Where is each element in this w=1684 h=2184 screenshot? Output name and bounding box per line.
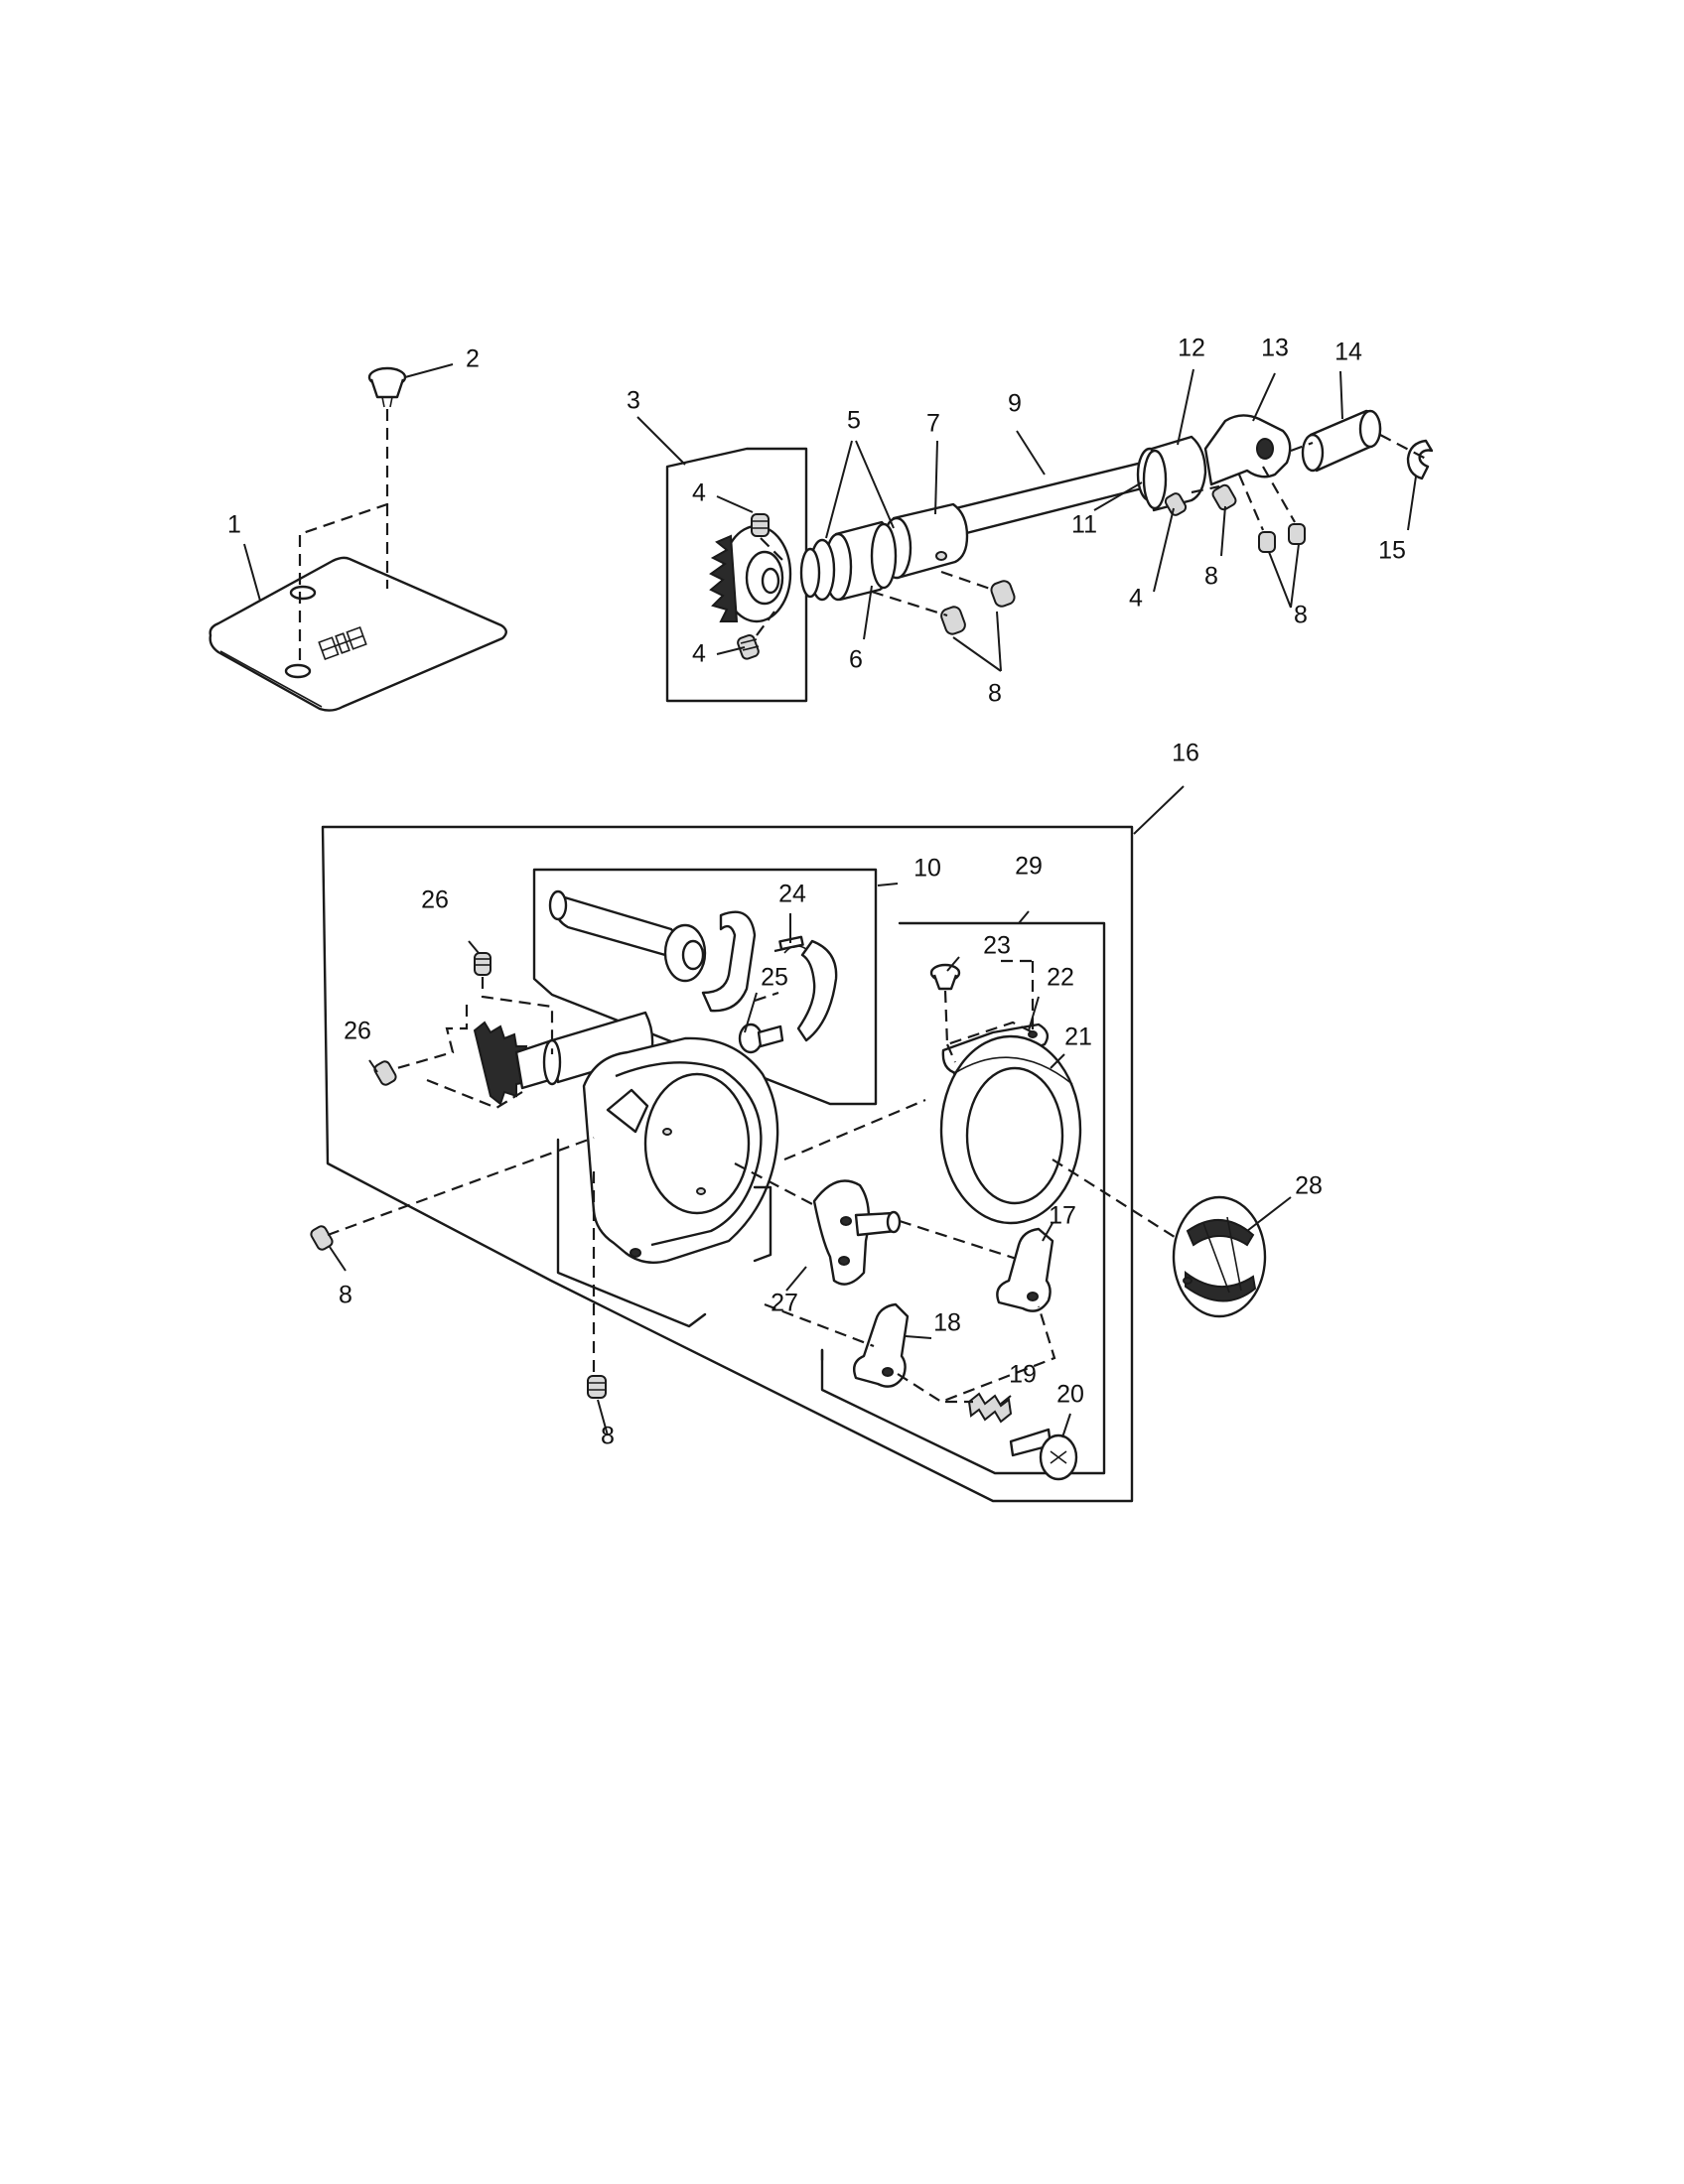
set-screw-8-a: [1211, 483, 1237, 511]
callout-8d: 8: [339, 1282, 352, 1309]
leader-lines: [243, 363, 1417, 1438]
gear-group-3: [665, 447, 808, 703]
callout-8a: 8: [988, 680, 1002, 708]
bobbin-holder-27: [734, 1098, 1024, 1286]
set-screw-26-left: [373, 1060, 397, 1086]
callout-labels: 1 2 3 4 4 4 5 6 7 8 8 8 8 8 9 10 11 12 1…: [227, 335, 1406, 1450]
screw-2-dash: [298, 409, 389, 667]
set-screw-26-top: [474, 952, 491, 976]
e-ring-15: [1406, 439, 1434, 480]
set-screw-4-lower: [737, 633, 760, 660]
callout-13: 13: [1261, 335, 1289, 362]
callout-24: 24: [778, 881, 806, 908]
bushing-7: [892, 502, 969, 580]
callout-3: 3: [627, 387, 640, 415]
set-screw-8-b: [1258, 531, 1276, 553]
callout-9: 9: [1008, 390, 1022, 418]
callout-18: 18: [933, 1309, 961, 1337]
callout-7: 7: [926, 410, 940, 438]
callout-12: 12: [1178, 335, 1205, 362]
callout-23: 23: [983, 932, 1011, 960]
set-screw-8-d: [940, 606, 966, 635]
callout-14: 14: [1334, 339, 1362, 366]
callout-15: 15: [1378, 537, 1406, 565]
callout-4a: 4: [692, 479, 706, 507]
callout-19: 19: [1009, 1361, 1037, 1389]
latch-18: [853, 1302, 910, 1388]
box-16-frame: [321, 825, 1134, 1503]
box-10-frame: [532, 868, 878, 1106]
plate-hole-upper: [289, 585, 317, 601]
callout-5: 5: [847, 407, 861, 435]
callout-4b: 4: [692, 640, 706, 668]
callout-8c: 8: [1294, 602, 1308, 629]
callout-10: 10: [913, 855, 941, 883]
callout-20: 20: [1056, 1381, 1084, 1409]
callout-2: 2: [466, 345, 480, 373]
callout-16: 16: [1172, 740, 1199, 767]
box-10-subassembly: [532, 868, 878, 1106]
callout-4c: 4: [1129, 585, 1143, 613]
box-29-subassembly: [820, 921, 1106, 1475]
callout-21: 21: [1064, 1024, 1092, 1051]
needle-plate-assembly: [209, 366, 507, 712]
spring-19: [967, 1392, 1013, 1424]
callout-6: 6: [849, 646, 863, 674]
plate-marking: [318, 625, 367, 661]
hook-body-assembly: [310, 952, 779, 1399]
screw-20: [1009, 1428, 1078, 1481]
set-screw-4-upper: [751, 513, 770, 537]
rotary-hook-28: [1172, 1195, 1267, 1318]
set-screw-8-bottom: [587, 1375, 607, 1399]
callout-27: 27: [771, 1290, 798, 1317]
callout-26b: 26: [344, 1018, 371, 1045]
screw-2: [367, 366, 407, 408]
callout-1: 1: [227, 511, 241, 539]
plate-hole-lower: [284, 663, 312, 679]
callout-22: 22: [1047, 964, 1074, 992]
callout-8e: 8: [601, 1423, 615, 1450]
callout-8b: 8: [1204, 563, 1218, 591]
crank-13: [1203, 414, 1292, 486]
set-screw-8-c: [1288, 523, 1306, 545]
needle-plate: [209, 556, 507, 712]
callout-25: 25: [761, 964, 788, 992]
latch-17: [996, 1227, 1054, 1312]
callout-11: 11: [1071, 511, 1097, 539]
callout-28: 28: [1295, 1172, 1323, 1200]
screw-23: [929, 963, 961, 991]
callout-29: 29: [1015, 853, 1043, 881]
set-screw-8-e: [990, 580, 1016, 608]
bevel-gear: [709, 524, 792, 623]
callout-26a: 26: [421, 887, 449, 914]
set-screw-4-shaft: [1164, 492, 1188, 516]
callout-17: 17: [1049, 1202, 1076, 1230]
hook-drive-shaft: [799, 409, 1434, 635]
